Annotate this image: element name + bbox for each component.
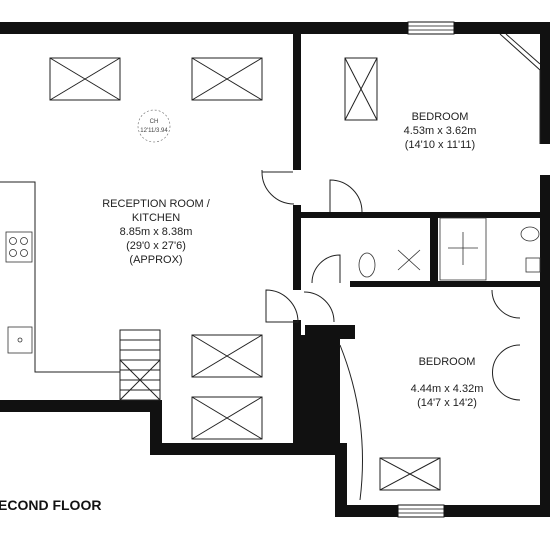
room-imperial: (14'7 x 14'2) (417, 397, 477, 409)
room-label-bedroom-1: BEDROOM 4.53m x 3.62m (14'10 x 11'11) (404, 111, 477, 151)
kitchen-counter (0, 181, 120, 373)
room-name: RECEPTION ROOM / (102, 198, 211, 210)
bathroom-fixtures (358, 217, 541, 281)
skylights (49, 57, 441, 491)
skylight-icon (191, 334, 263, 378)
ceiling-height-label: CH (150, 119, 159, 125)
ceiling-height-marker: CH 12'11/3.94 (137, 109, 171, 143)
walls (0, 22, 550, 517)
room-imperial: (14'10 x 11'11) (405, 139, 475, 151)
room-name: KITCHEN (132, 212, 180, 224)
room-metric: 4.53m x 3.62m (404, 125, 477, 137)
doors (261, 170, 521, 501)
room-name: BEDROOM (412, 111, 469, 123)
room-name: BEDROOM (419, 356, 476, 368)
room-label-bedroom-2: BEDROOM 4.44m x 4.32m (14'7 x 14'2) (411, 356, 484, 409)
room-metric: 4.44m x 4.32m (411, 383, 484, 395)
room-label-reception: RECEPTION ROOM / KITCHEN 8.85m x 8.38m (… (102, 198, 211, 266)
skylight-icon (191, 57, 263, 101)
skylight-icon (191, 396, 263, 440)
floor-label: ECOND FLOOR (0, 497, 101, 513)
skylight-icon (379, 457, 441, 491)
skylight-icon (344, 57, 378, 121)
staircase-icon (119, 329, 161, 401)
room-imperial: (29'0 x 27'6) (126, 240, 186, 252)
ceiling-height-value: 12'11/3.94 (140, 128, 168, 134)
room-metric: 8.85m x 8.38m (120, 226, 193, 238)
skylight-icon (49, 57, 121, 101)
windows (397, 21, 541, 518)
room-note: (APPROX) (129, 254, 182, 266)
